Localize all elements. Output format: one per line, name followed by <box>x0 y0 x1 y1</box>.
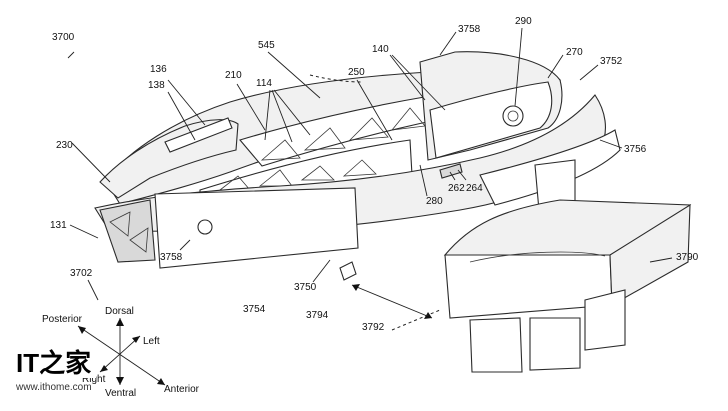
label-140: 140 <box>372 44 389 55</box>
front-endcap <box>154 187 359 269</box>
label-left: Left <box>143 336 160 347</box>
headset-device <box>94 51 621 269</box>
label-posterior: Posterior <box>42 314 83 325</box>
label-136: 136 <box>150 64 167 75</box>
label-ventral: Ventral <box>105 388 136 399</box>
base-leg-left <box>469 317 523 373</box>
watermark-site: www.ithome.com <box>15 382 92 393</box>
label-3750: 3750 <box>294 282 317 293</box>
label-262: 262 <box>448 183 465 194</box>
label-3758-bottom: 3758 <box>160 252 183 263</box>
label-280: 280 <box>426 196 443 207</box>
label-dorsal: Dorsal <box>105 306 134 317</box>
label-3702: 3702 <box>70 268 93 279</box>
strap-slot <box>164 117 233 153</box>
label-3792: 3792 <box>362 322 385 333</box>
charging-base <box>443 199 692 373</box>
label-anterior: Anterior <box>164 384 200 395</box>
coupler-3794 <box>339 261 357 281</box>
base-leg-right <box>584 289 626 351</box>
label-545: 545 <box>258 40 275 51</box>
label-3754: 3754 <box>243 304 266 315</box>
endcap-hole <box>197 219 213 235</box>
label-131: 131 <box>50 220 67 231</box>
label-290: 290 <box>515 16 532 27</box>
label-270: 270 <box>566 47 583 58</box>
label-3758-top: 3758 <box>458 24 481 35</box>
alignment-arrow-3792 <box>309 74 441 331</box>
dark-lattice-endpiece <box>99 199 156 263</box>
label-230: 230 <box>56 140 73 151</box>
label-250: 250 <box>348 67 365 78</box>
front-panel <box>429 81 553 159</box>
label-right: Right <box>82 374 106 385</box>
reference-numerals: 3700 136 138 210 114 545 250 140 3758 29… <box>50 16 699 333</box>
direction-compass <box>77 318 166 386</box>
base-leg-mid <box>529 317 581 371</box>
label-114: 114 <box>256 78 272 89</box>
connector-262 <box>439 163 463 179</box>
label-210: 210 <box>225 70 242 81</box>
endcap-triangles <box>109 211 149 253</box>
label-264: 264 <box>466 183 483 194</box>
label-138: 138 <box>148 80 165 91</box>
label-3752: 3752 <box>600 56 623 67</box>
label-3756: 3756 <box>624 144 647 155</box>
label-3794: 3794 <box>306 310 329 321</box>
label-3790: 3790 <box>676 252 699 263</box>
base-right <box>609 203 691 306</box>
direction-labels: Posterior Dorsal Left Right Ventral Ante… <box>42 306 200 399</box>
watermark-logo: IT之家 <box>16 348 91 378</box>
ithome-watermark: IT之家 www.ithome.com <box>14 346 96 393</box>
button-290 <box>502 105 524 127</box>
label-3700: 3700 <box>52 32 75 43</box>
leader-lines <box>67 27 673 301</box>
